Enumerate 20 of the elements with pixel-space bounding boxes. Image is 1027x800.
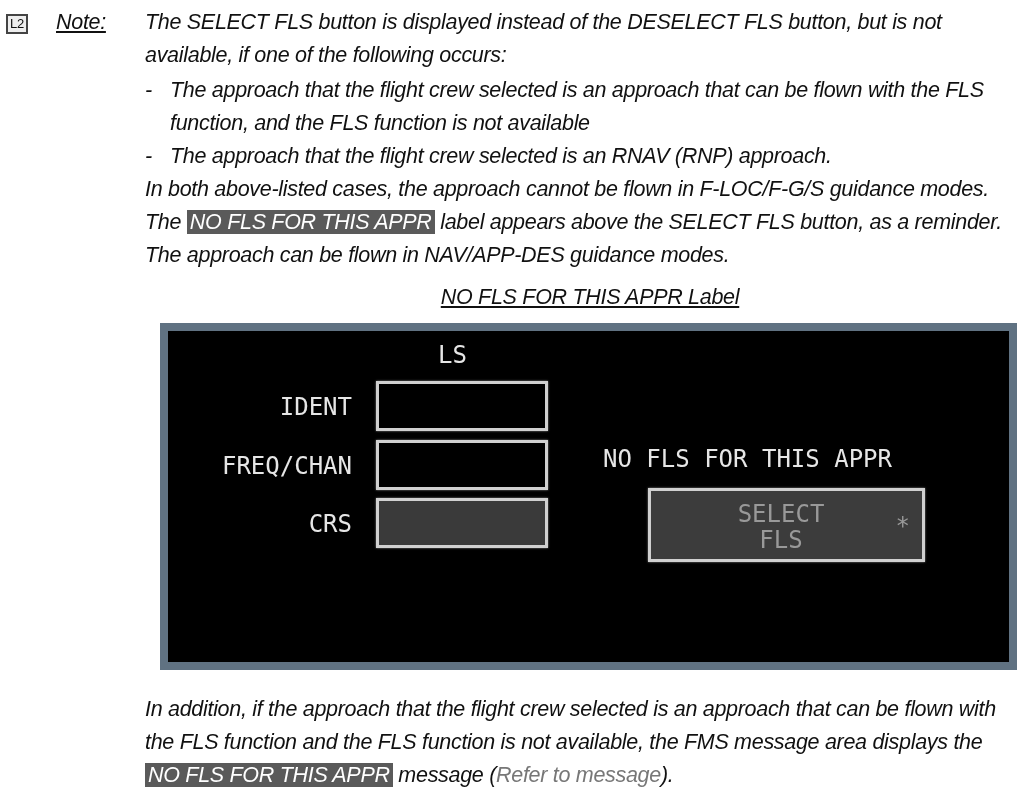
- note-text: In addition, if the approach that the flight crew selected is an approach that can be flown with the FLS function and the FLS function is not available, the FMS message area displays the NO FLS FOR THIS APPR message (Refer to message).: [145, 696, 997, 789]
- input-field: [376, 440, 548, 490]
- figure-caption: NO FLS FOR THIS APPR Label: [439, 284, 741, 311]
- input-field: [376, 498, 548, 548]
- bullet-dash: -: [145, 77, 152, 104]
- field-label: CRS: [308, 510, 352, 538]
- note-text: In both above-listed cases, the approach cannot be flown in F-LOC/F-G/S guidance modes. The NO FLS FOR THIS APPR label appears above the SELECT FLS button, as a reminder. The approach can be flown in NAV/APP-DES guidance modes.: [145, 176, 1003, 269]
- bullet-text: The approach that the flight crew selected is an RNAV (RNP) approach.: [170, 143, 833, 170]
- level-marker: L2: [6, 14, 28, 34]
- select-button: SELECT FLS *: [648, 488, 925, 562]
- status-message: NO FLS FOR THIS APPR: [603, 445, 892, 473]
- note-label: Note:: [56, 9, 106, 36]
- display-screen: [160, 323, 1017, 670]
- note-text: The SELECT FLS button is displayed instead of the DESELECT FLS button, but is not available, if one of the following occurs:: [145, 9, 944, 69]
- screen-heading: LS: [438, 341, 467, 369]
- bullet-text: The approach that the flight crew selected is an approach that can be flown with the FLS function, and the FLS function is not available: [170, 77, 985, 137]
- field-label: IDENT: [279, 393, 352, 421]
- field-label: FREQ/CHAN: [221, 452, 352, 480]
- input-field: [376, 381, 548, 431]
- bullet-dash: -: [145, 143, 152, 170]
